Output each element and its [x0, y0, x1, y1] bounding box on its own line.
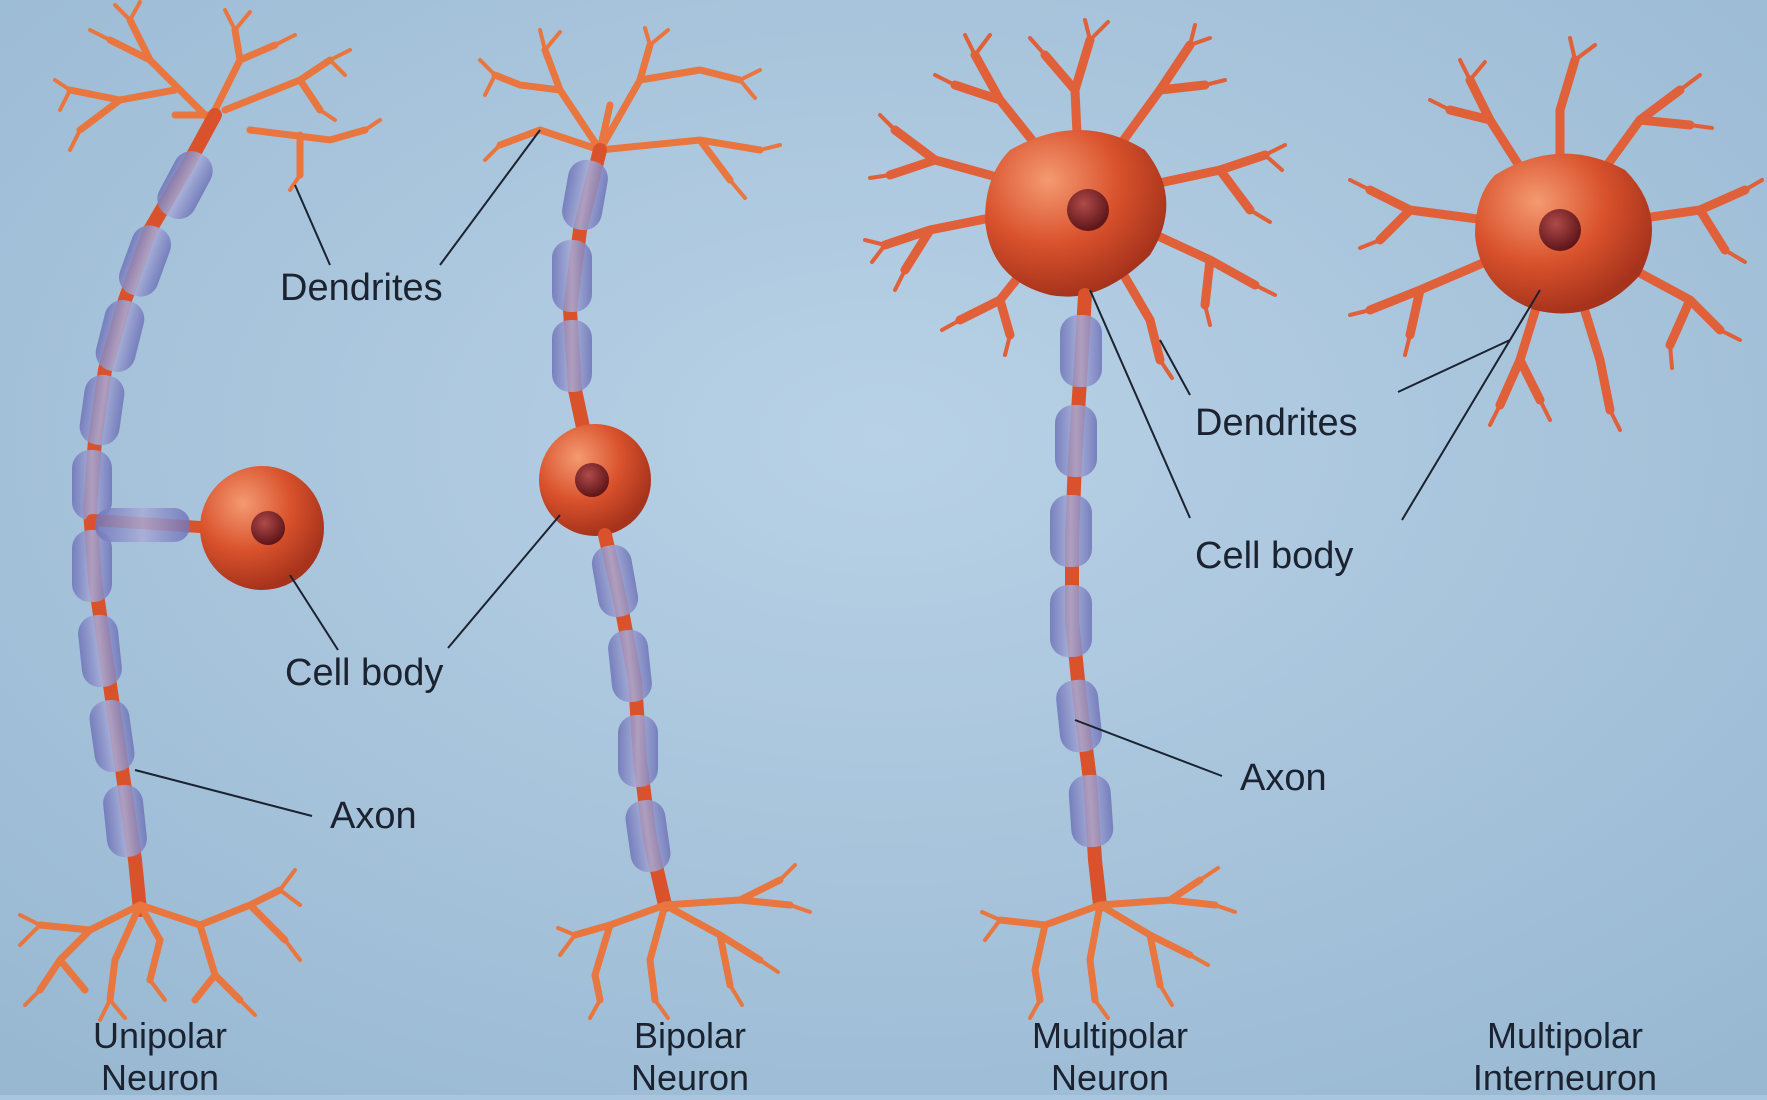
bipolar-nucleus: [575, 463, 609, 497]
multipolar-title-line1: Multipolar: [1032, 1015, 1188, 1056]
unipolar-dendrites-label: Dendrites: [280, 267, 443, 309]
bipolar-title-line1: Bipolar: [634, 1015, 746, 1056]
multipolar-nucleus: [1067, 189, 1109, 231]
unipolar-stalk-myelin: [95, 508, 190, 542]
interneuron-title-line2: Interneuron: [1473, 1057, 1657, 1095]
bipolar-title-line2: Neuron: [631, 1057, 749, 1095]
interneuron-nucleus: [1539, 209, 1581, 251]
unipolar-axon-label: Axon: [330, 795, 417, 837]
unipolar-title-line1: Unipolar: [93, 1015, 227, 1056]
multipolar-title-line2: Neuron: [1051, 1057, 1169, 1095]
shared-dendrites-label: Dendrites: [1195, 402, 1358, 444]
interneuron-title-line1: Multipolar: [1487, 1015, 1643, 1056]
unipolar-title-line2: Neuron: [101, 1057, 219, 1095]
unipolar-nucleus: [251, 511, 285, 545]
unipolar-cell-body-label: Cell body: [285, 652, 443, 694]
shared-cell-body-label: Cell body: [1195, 535, 1353, 577]
multipolar-axon-label: Axon: [1240, 757, 1327, 799]
